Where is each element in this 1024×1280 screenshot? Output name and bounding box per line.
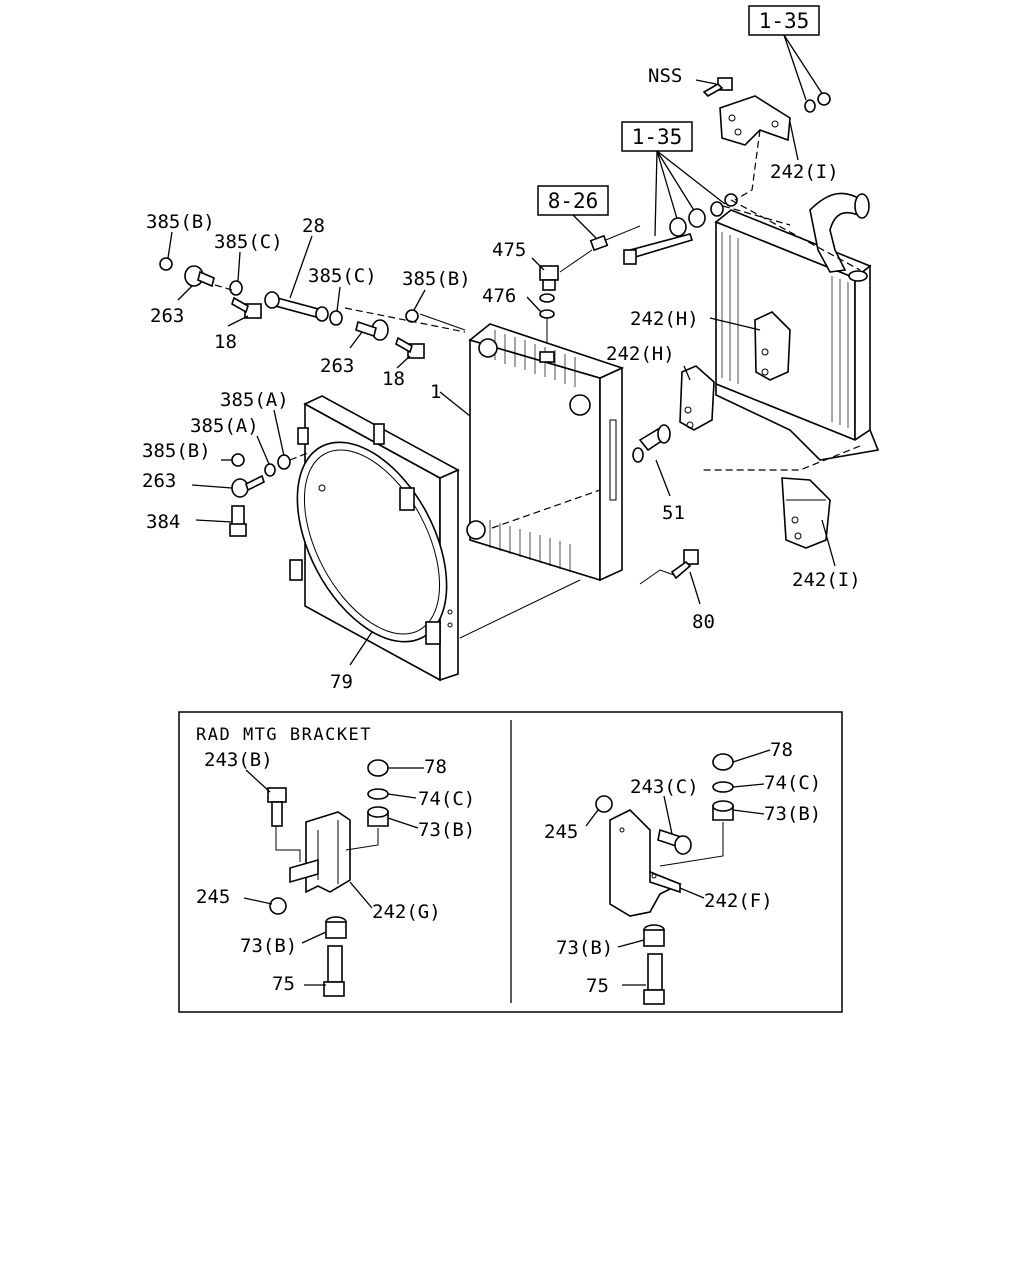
label-242h-b: 242(H) xyxy=(606,343,675,365)
radiator xyxy=(466,323,625,582)
label-74c-left: 74(C) xyxy=(418,788,475,810)
label-75-right: 75 xyxy=(586,975,609,997)
label-263-a: 263 xyxy=(150,305,184,327)
label-18-b: 18 xyxy=(382,368,405,390)
label-28: 28 xyxy=(302,215,325,237)
label-73b-top-left: 73(B) xyxy=(418,819,475,841)
bracket-242i-bottom xyxy=(781,477,831,549)
label-385c-b: 385(C) xyxy=(308,265,377,287)
inset-left-labels: 243(B) 78 74(C) 73(B) 245 242(G) 73(B) 7… xyxy=(196,749,475,995)
label-242g: 242(G) xyxy=(372,901,441,923)
label-79: 79 xyxy=(330,671,353,693)
label-476: 476 xyxy=(482,285,516,307)
nss-bolt xyxy=(702,77,733,97)
part-labels: NSS 242(I) 385(B) 385(C) 28 385(C) 385(B… xyxy=(142,65,861,693)
label-1: 1 xyxy=(430,381,441,403)
bracket-242h-upper xyxy=(754,311,791,381)
label-385a-b: 385(A) xyxy=(190,415,259,437)
label-385c-a: 385(C) xyxy=(214,231,283,253)
reference-leaders xyxy=(572,34,824,239)
label-75-left: 75 xyxy=(272,973,295,995)
label-73b-top-right: 73(B) xyxy=(764,803,821,825)
label-385b-b: 385(B) xyxy=(402,268,471,290)
inset-left-parts xyxy=(243,759,424,997)
label-74c-right: 74(C) xyxy=(764,772,821,794)
label-263-b: 263 xyxy=(320,355,354,377)
label-243b: 243(B) xyxy=(204,749,273,771)
label-263-c: 263 xyxy=(142,470,176,492)
fasteners-lower-left xyxy=(229,451,311,537)
reference-label: 8-26 xyxy=(548,189,599,213)
label-73b-bottom-right: 73(B) xyxy=(556,937,613,959)
label-385b-a: 385(B) xyxy=(146,211,215,233)
label-384: 384 xyxy=(146,511,180,533)
label-18-a: 18 xyxy=(214,331,237,353)
fan-shroud xyxy=(289,395,581,682)
label-73b-bottom-left: 73(B) xyxy=(240,935,297,957)
fasteners-upper-left xyxy=(159,257,466,359)
label-78-left: 78 xyxy=(424,756,447,778)
bracket-242i-top xyxy=(719,95,791,201)
sensor-475 xyxy=(539,225,641,352)
label-242i-bottom: 242(I) xyxy=(792,569,861,591)
stay-rod-28 xyxy=(264,291,329,322)
label-242i-top: 242(I) xyxy=(770,161,839,183)
inset-rad-mtg-bracket: RAD MTG BRACKET xyxy=(178,711,843,1013)
label-475: 475 xyxy=(492,239,526,261)
label-245-left: 245 xyxy=(196,886,230,908)
reference-box-1-35-mid[interactable]: 1-35 xyxy=(621,121,693,152)
inset-title: RAD MTG BRACKET xyxy=(196,725,372,745)
label-242h-a: 242(H) xyxy=(630,308,699,330)
inset-right-parts xyxy=(585,749,771,1005)
label-78-right: 78 xyxy=(770,739,793,761)
label-385b-c: 385(B) xyxy=(142,440,211,462)
reference-label: 1-35 xyxy=(759,9,810,33)
bolt-51 xyxy=(632,424,671,463)
label-51: 51 xyxy=(662,502,685,524)
label-245-right: 245 xyxy=(544,821,578,843)
label-243c: 243(C) xyxy=(630,776,699,798)
bracket-242h-lower xyxy=(679,365,715,431)
label-nss: NSS xyxy=(648,65,682,87)
label-242f: 242(F) xyxy=(704,890,773,912)
spacer-bolt-set xyxy=(623,201,791,265)
reference-box-8-26[interactable]: 8-26 xyxy=(537,185,609,216)
reference-label: 1-35 xyxy=(632,125,683,149)
washer-nut-top xyxy=(804,92,831,113)
inset-right-labels: 78 243(C) 74(C) 245 73(B) 242(F) 73(B) 7… xyxy=(544,739,821,997)
bolt-80 xyxy=(639,549,699,585)
leader-lines xyxy=(167,79,836,666)
label-385a-a: 385(A) xyxy=(220,389,289,411)
label-80: 80 xyxy=(692,611,715,633)
reference-box-1-35-top[interactable]: 1-35 xyxy=(748,5,820,36)
